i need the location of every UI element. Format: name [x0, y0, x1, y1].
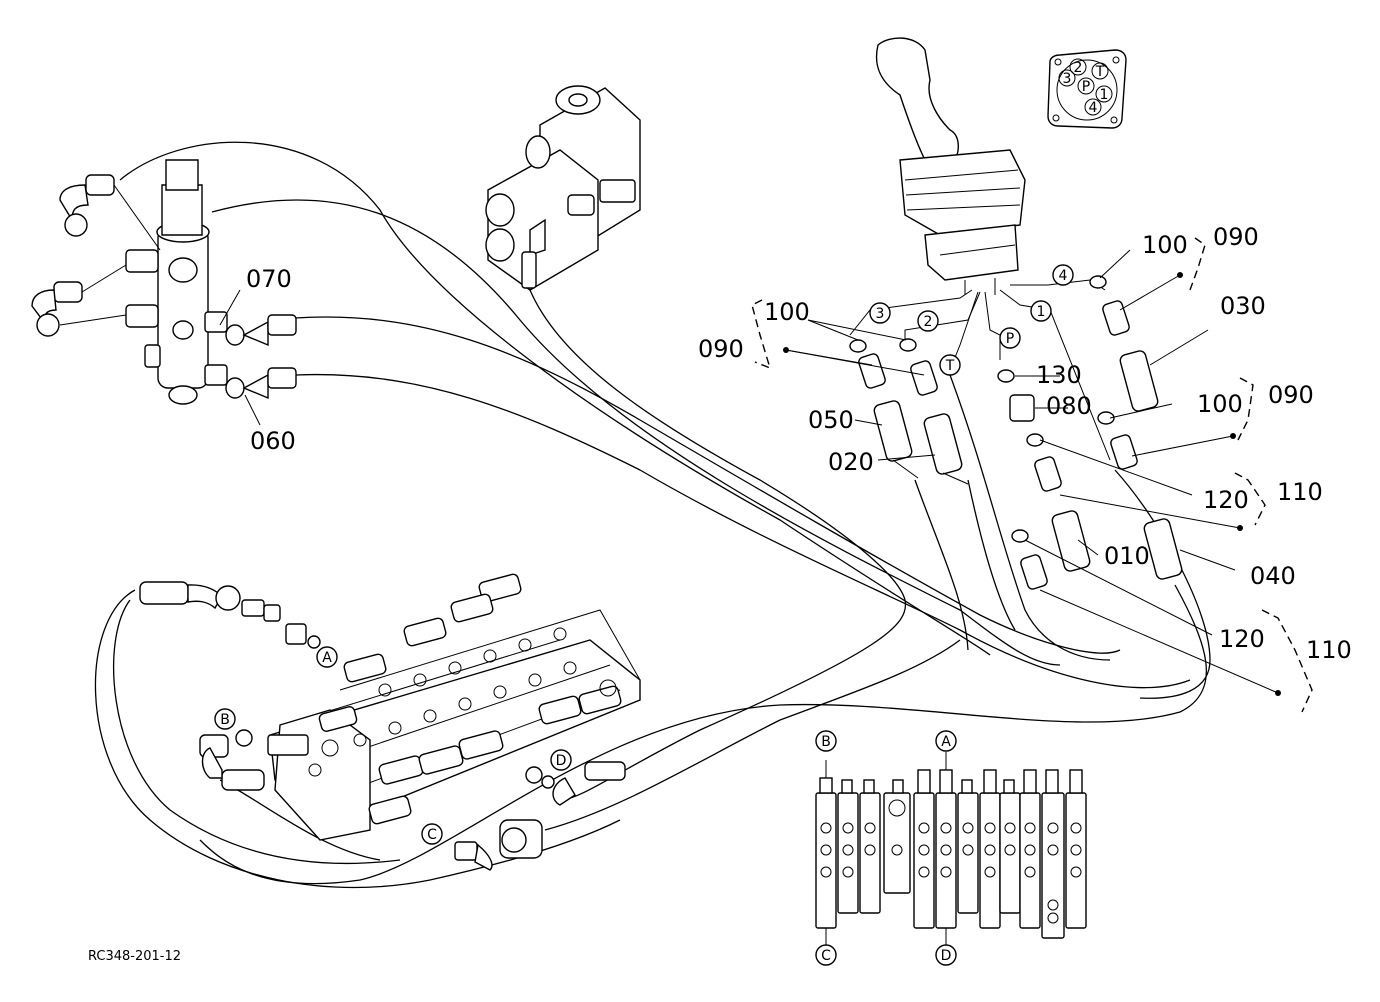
part-label-020: 020	[828, 448, 874, 476]
hose-routes	[94, 141, 1211, 889]
port-marker-4: 4	[1059, 268, 1068, 284]
port-marker-2: 2	[924, 314, 933, 330]
inset-marker-B: B	[821, 734, 831, 750]
connection-marker-A: A	[322, 650, 332, 666]
control-valve-bank	[267, 573, 641, 841]
inset-marker-D: D	[941, 948, 952, 964]
drawing-code: RC348-201-12	[88, 949, 181, 964]
port-marker-3: 3	[876, 306, 885, 322]
fittings-and-orings	[849, 275, 1183, 590]
part-label-070: 070	[246, 265, 292, 293]
auxiliary-valve-top	[485, 85, 641, 291]
part-label-080: 080	[1046, 392, 1092, 420]
port-plate-label-2: 2	[1074, 60, 1083, 76]
port-marker-P: P	[1006, 331, 1014, 347]
part-label-130: 130	[1036, 361, 1082, 389]
part-label-060: 060	[250, 427, 296, 455]
pilot-selector-valve	[31, 159, 297, 405]
port-plate-label-3: 3	[1063, 71, 1072, 87]
pilot-joystick	[875, 37, 1026, 295]
port-marker-1: 1	[1037, 304, 1046, 320]
inset-marker-A: A	[941, 734, 951, 750]
part-label-100-right: 100	[1197, 390, 1243, 418]
port-plate-label-T: T	[1095, 64, 1105, 80]
port-plate-label-P: P	[1082, 79, 1090, 95]
connection-marker-C: C	[427, 827, 437, 843]
connection-marker-B: B	[220, 712, 230, 728]
lower-hose-fittings	[139, 581, 626, 871]
port-plate-label-1: 1	[1100, 87, 1109, 103]
part-number-labels: 070 060 100 090 050 020 100 090 030 130 …	[246, 223, 1352, 664]
part-label-040: 040	[1250, 562, 1296, 590]
part-label-030: 030	[1220, 292, 1266, 320]
part-label-100-left: 100	[764, 298, 810, 326]
port-plate-label-4: 4	[1089, 100, 1098, 116]
port-markers: 3 2 4 1 P T	[869, 264, 1074, 376]
part-label-050: 050	[808, 406, 854, 434]
part-label-090-left: 090	[698, 335, 744, 363]
joystick-port-plate: 2 T 3 P 1 4	[1047, 49, 1127, 129]
leader-lines	[219, 237, 1313, 713]
inset-marker-C: C	[821, 948, 831, 964]
port-marker-T: T	[945, 358, 955, 374]
inset-port-holes	[820, 799, 1082, 924]
inset-sections	[815, 792, 1087, 939]
leader-dots	[783, 272, 1281, 696]
part-label-120-upper: 120	[1203, 486, 1249, 514]
part-label-110-lower: 110	[1306, 636, 1352, 664]
inset-spool-tops	[819, 769, 1083, 794]
part-label-100-top: 100	[1142, 231, 1188, 259]
valve-bank-schematic-inset: B A C D	[815, 730, 1087, 966]
part-label-090-right: 090	[1268, 381, 1314, 409]
part-label-120-lower: 120	[1219, 625, 1265, 653]
connection-marker-D: D	[556, 753, 567, 769]
connection-markers: A B C D	[214, 646, 572, 845]
part-label-090-top: 090	[1213, 223, 1259, 251]
part-label-010: 010	[1104, 542, 1150, 570]
part-label-110-upper: 110	[1277, 478, 1323, 506]
